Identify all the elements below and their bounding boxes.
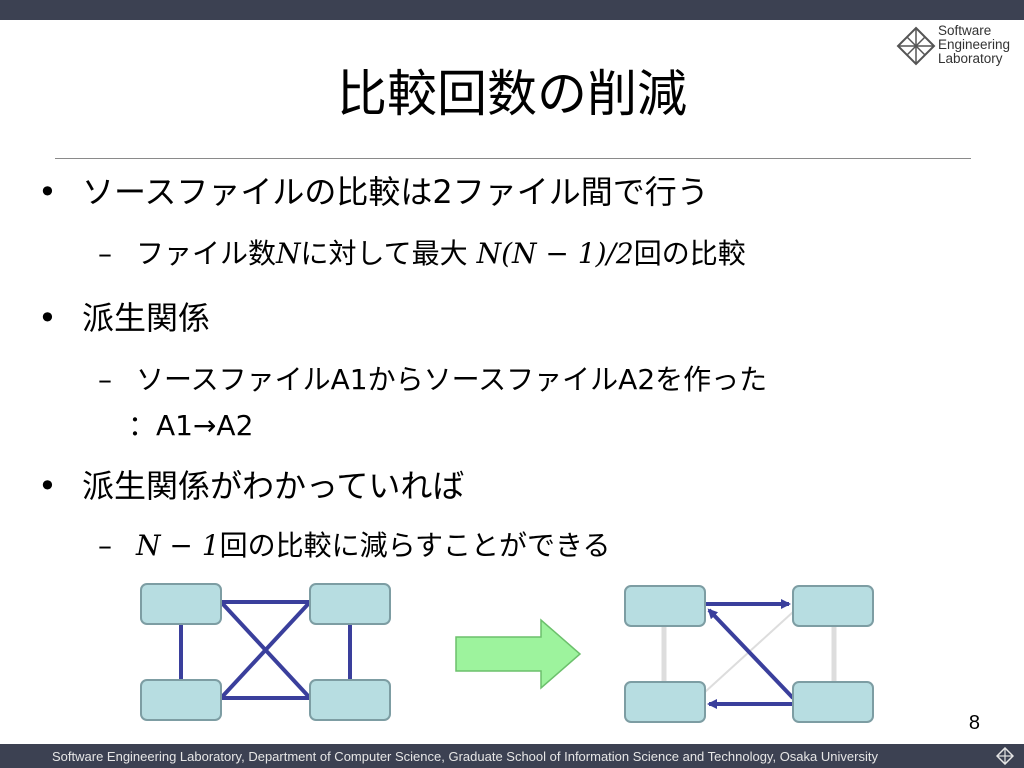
sub-text: ソースファイルA1からソースファイルA2を作った [136, 363, 768, 396]
logo-line-2: Engineering [938, 37, 1011, 52]
file-node [624, 585, 706, 627]
footer-logo-icon [996, 747, 1014, 765]
bullet-1-sub-1: –ファイル数Nに対して最大 N(N − 1)/2回の比較 [98, 236, 746, 272]
math-formula: N(N − 1)/2 [476, 237, 634, 270]
file-node [140, 679, 222, 721]
sub-dash: – [98, 237, 112, 270]
file-node [309, 679, 391, 721]
lab-logo: Software Engineering Laboratory [896, 24, 1022, 68]
bullet-dot: • [38, 467, 57, 505]
file-node [792, 585, 874, 627]
sub-text: 回の比較に減らすことができる [219, 529, 611, 562]
bullet-2-sub-1: –ソースファイルA1からソースファイルA2を作った [98, 362, 767, 398]
sub-dash: – [98, 363, 112, 396]
edge [219, 600, 312, 700]
bullet-2-sub-1-continued: ：A1→A2 [128, 409, 254, 442]
logo-line-1: Software [938, 23, 992, 38]
sub-text: に対して最大 [300, 237, 477, 270]
transition-arrow-icon [455, 618, 582, 690]
bullet-dot: • [38, 173, 57, 211]
file-node [309, 583, 391, 625]
math-formula: N − 1 [136, 529, 220, 562]
lab-logo-icon [896, 26, 936, 66]
bullet-3: • 派生関係がわかっていれば [38, 466, 464, 506]
bullet-3-sub-1: –N − 1回の比較に減らすことができる [98, 528, 610, 564]
bullet-1-text: ソースファイルの比較は2ファイル間で行う [82, 173, 709, 211]
title-divider [55, 158, 971, 159]
bullet-2: • 派生関係 [38, 298, 210, 338]
bullet-1: • ソースファイルの比較は2ファイル間で行う [38, 172, 709, 212]
comparison-diagram [140, 583, 874, 723]
left-graph [140, 583, 391, 721]
footer-bar: Software Engineering Laboratory, Departm… [0, 744, 1024, 768]
bullet-3-text: 派生関係がわかっていれば [82, 467, 465, 505]
page-number: 8 [968, 712, 980, 734]
math-n: N [276, 237, 301, 270]
sub-text: ファイル数 [136, 237, 277, 270]
right-graph [624, 585, 874, 723]
sub-text: 回の比較 [633, 237, 746, 270]
bullet-2-text: 派生関係 [82, 299, 211, 337]
footer-text: Software Engineering Laboratory, Departm… [52, 749, 878, 764]
slide-title: 比較回数の削減 [337, 65, 687, 123]
file-node [624, 681, 706, 723]
file-node [140, 583, 222, 625]
file-node [792, 681, 874, 723]
top-bar [0, 0, 1024, 20]
bullet-dot: • [38, 299, 57, 337]
sub-dash: – [98, 529, 112, 562]
derivation-arrow [707, 608, 795, 700]
logo-line-3: Laboratory [938, 51, 1003, 66]
